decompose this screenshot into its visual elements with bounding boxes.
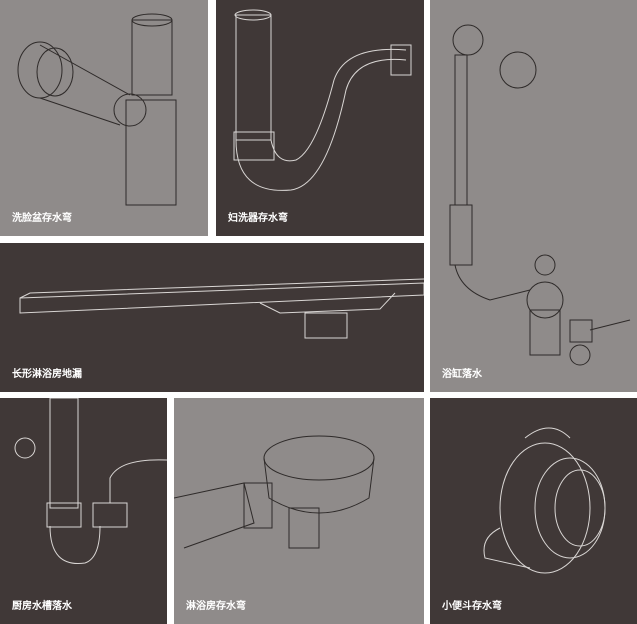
bathtub-drain-drawing-icon xyxy=(449,24,631,366)
kitchen-drain-drawing-icon xyxy=(14,398,167,565)
panel-label: 小便斗存水弯 xyxy=(442,601,502,612)
panel-bidet-trap[interactable]: 妇洗器存水弯 xyxy=(216,0,424,236)
urinal-trap-drawing-icon xyxy=(483,427,606,574)
panel-bathtub-drain[interactable]: 浴缸落水 xyxy=(430,0,637,392)
panel-label: 洗脸盆存水弯 xyxy=(12,213,72,224)
panel-linear-shower-drain[interactable]: 长形淋浴房地漏 xyxy=(0,243,424,392)
panel-label: 妇洗器存水弯 xyxy=(228,213,288,224)
panel-label: 长形淋浴房地漏 xyxy=(12,369,82,380)
panel-label: 浴缸落水 xyxy=(442,369,482,380)
basin-trap-drawing-icon xyxy=(17,13,177,206)
bidet-trap-drawing-icon xyxy=(233,9,412,191)
linear-drain-drawing-icon xyxy=(19,278,424,339)
panel-kitchen-sink-drain[interactable]: 厨房水槽落水 xyxy=(0,398,167,624)
shower-trap-drawing-icon xyxy=(174,435,375,549)
panel-label: 淋浴房存水弯 xyxy=(186,601,246,612)
panel-label: 厨房水槽落水 xyxy=(12,601,72,612)
panel-shower-trap[interactable]: 淋浴房存水弯 xyxy=(174,398,424,624)
panel-basin-trap[interactable]: 洗脸盆存水弯 xyxy=(0,0,208,236)
panel-urinal-trap[interactable]: 小便斗存水弯 xyxy=(430,398,637,624)
